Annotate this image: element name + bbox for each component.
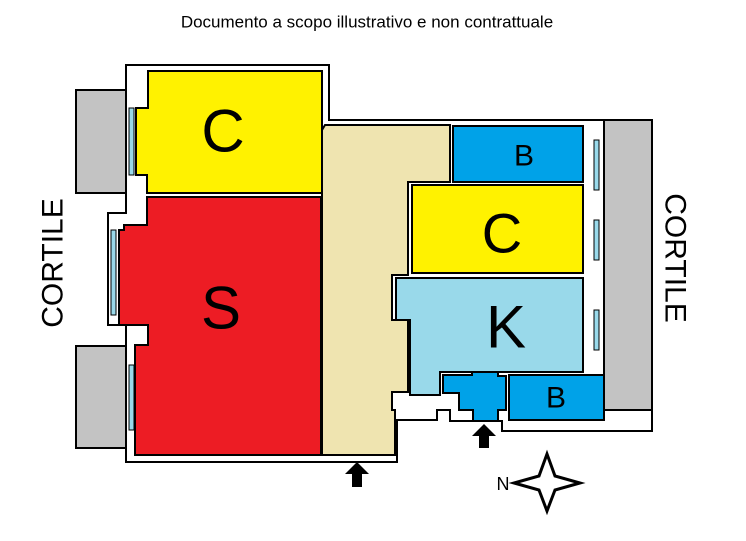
disclaimer-title: Documento a scopo illustrativo e non con…: [181, 13, 553, 32]
entrance-arrow-icon: [472, 424, 496, 448]
courtyard-block-right: [603, 119, 653, 411]
label-bedroom: C: [482, 202, 522, 265]
window: [593, 219, 600, 261]
room-living: [118, 196, 322, 456]
compass-north-label: N: [497, 474, 510, 494]
corridor: [321, 124, 451, 456]
label-bedroom: C: [201, 98, 244, 165]
room-bath-top-right: [452, 125, 584, 183]
label-courtyard-left: CORTILE: [37, 198, 70, 327]
label-bath: B: [546, 382, 566, 415]
room-bedroom-top-left: [135, 70, 323, 194]
compass-star-icon: [508, 449, 586, 516]
label-bath: B: [514, 140, 534, 173]
window: [593, 139, 600, 191]
window: [128, 364, 135, 431]
room-bath-bottom-hall: [442, 371, 507, 422]
window: [110, 229, 117, 316]
label-living: S: [201, 275, 241, 342]
window: [128, 107, 135, 176]
label-courtyard-right: CORTILE: [659, 193, 692, 322]
courtyard-block: [75, 89, 127, 194]
entrance-arrow-icon: [345, 462, 369, 487]
room-kitchen: [395, 277, 584, 396]
room-bedroom-right: [411, 184, 584, 274]
window: [593, 309, 600, 351]
label-kitchen: K: [486, 294, 526, 361]
room-bath-bottom: [508, 374, 605, 421]
courtyard-block: [75, 345, 127, 449]
